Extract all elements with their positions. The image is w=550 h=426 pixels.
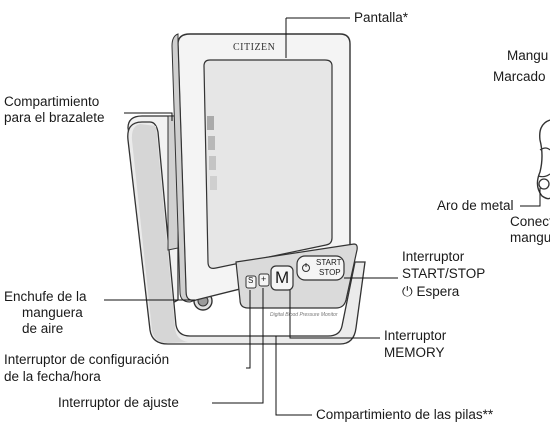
model-text: Digital Blood Pressure Monitor xyxy=(270,312,338,318)
label-start-1: Interruptor xyxy=(402,249,465,264)
indicator-bar-2 xyxy=(208,136,215,150)
base-side xyxy=(131,124,188,343)
adjust-button-label: + xyxy=(261,274,267,284)
power-standby-icon: ⏻ xyxy=(402,284,413,299)
device-brand: CITIZEN xyxy=(233,42,276,53)
label-enchufe-2: manguera xyxy=(22,305,83,320)
label-marcado: Marcado xyxy=(493,69,546,84)
label-memory-2: MEMORY xyxy=(384,345,445,360)
adjust-button xyxy=(258,273,270,287)
label-config-1: Interruptor de configuración xyxy=(4,352,170,367)
label-compartimiento-2: para el brazalete xyxy=(4,110,105,125)
label-pilas: Compartimiento de las pilas** xyxy=(316,407,494,422)
leader-config xyxy=(246,290,251,369)
leader-pilas xyxy=(275,336,312,416)
memory-button xyxy=(270,265,294,291)
leader-aro xyxy=(520,188,541,207)
leader-ajuste xyxy=(212,288,264,404)
memory-button-label: M xyxy=(275,268,290,287)
label-mangu: Mangu xyxy=(507,48,549,63)
label-enchufe-1: Enchufe de la xyxy=(4,289,87,304)
label-mangue: mangue xyxy=(510,230,550,245)
metal-ring-illustration xyxy=(538,178,550,190)
label-aro: Aro de metal xyxy=(437,198,514,213)
stop-label: STOP xyxy=(319,268,341,277)
label-espera: ⏻ Espera xyxy=(402,284,459,300)
indicator-bar-3 xyxy=(209,156,216,170)
set-button-label: S xyxy=(248,276,254,285)
label-enchufe-3: de aire xyxy=(22,321,64,336)
start-label: START xyxy=(316,258,342,267)
cuff-hose-illustration xyxy=(536,119,550,200)
label-start-2: START/STOP xyxy=(402,266,486,281)
label-memory-1: Interruptor xyxy=(384,328,447,343)
leader-pantalla xyxy=(285,17,350,58)
start-stop-button xyxy=(296,255,345,281)
leader-compartimiento xyxy=(124,112,173,121)
label-espera-text: Espera xyxy=(416,284,460,299)
label-conect: Conect xyxy=(510,214,550,229)
set-button xyxy=(245,275,257,289)
indicator-bar-4 xyxy=(210,176,217,190)
label-ajuste: Interruptor de ajuste xyxy=(58,395,179,410)
indicator-bar-1 xyxy=(207,116,214,130)
label-pantalla: Pantalla* xyxy=(354,10,409,25)
display-screen xyxy=(203,59,333,269)
label-compartimiento-1: Compartimiento xyxy=(4,94,100,109)
leader-memory xyxy=(289,290,380,339)
label-config-2: de la fecha/hora xyxy=(4,369,101,384)
